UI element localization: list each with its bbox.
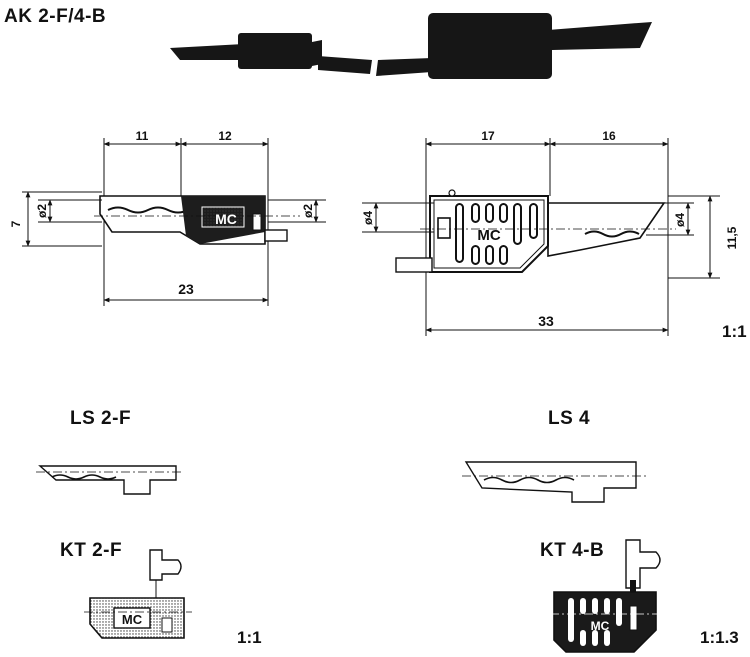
dim-right-height: 11,5	[725, 226, 739, 249]
dim-right-17: 17	[481, 129, 495, 143]
label-kt-4b: KT 4-B	[540, 540, 605, 561]
ls-4-drawing	[462, 461, 646, 503]
dim-left-dia-a: ø2	[35, 204, 49, 218]
label-ls-2f: LS 2-F	[70, 408, 132, 429]
dim-left-dia-b: ø2	[301, 204, 315, 218]
brand-logo-right: MC	[477, 227, 500, 244]
plug-2mm-drawing: 11 12 23 7 ø2 ø2 MC	[9, 129, 326, 306]
kt-2f-drawing: MC	[84, 549, 192, 639]
ls-2f-drawing	[36, 465, 184, 495]
brand-logo-left: MC	[215, 211, 237, 227]
cable-assembly-silhouette	[170, 13, 652, 79]
title-ak-2f-4b: AK 2-F/4-B	[4, 6, 107, 27]
dim-left-11: 11	[136, 129, 149, 143]
brand-logo-kt-4b: MC	[591, 619, 610, 633]
dim-right-dia-a: ø4	[361, 211, 375, 225]
brand-logo-kt-2f: MC	[122, 612, 143, 627]
dim-right-33: 33	[538, 313, 554, 329]
dim-left-height: 7	[9, 220, 23, 227]
scale-kt-4b: 1:1.3	[700, 628, 739, 647]
label-ls-4: LS 4	[548, 408, 591, 429]
dim-left-12: 12	[218, 129, 232, 143]
dim-right-16: 16	[602, 129, 616, 143]
label-kt-2f: KT 2-F	[60, 540, 123, 561]
scale-kt-2f: 1:1	[237, 628, 262, 647]
plug-4mm-drawing: 17 16 33 11,5 ø4 ø4 MC	[361, 129, 739, 336]
dim-left-23: 23	[178, 281, 194, 297]
kt-4b-drawing: MC	[550, 539, 664, 653]
scale-top: 1:1	[722, 322, 747, 341]
dim-right-dia-b: ø4	[673, 213, 687, 227]
